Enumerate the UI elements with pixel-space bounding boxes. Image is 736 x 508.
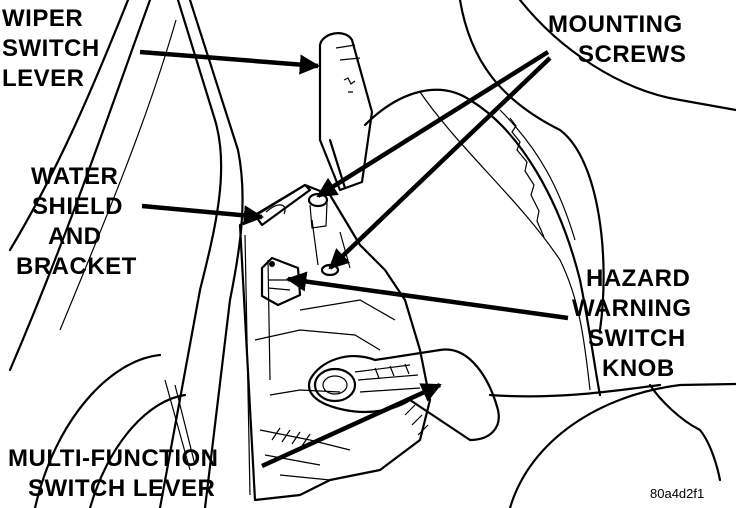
illustration	[8, 0, 736, 508]
arrow-mounting-screw-upper	[316, 50, 550, 198]
label-line: SWITCH LEVER	[28, 475, 215, 502]
arrow-water-shield-bracket	[141, 203, 265, 226]
arrow-mounting-screw-lower	[328, 56, 552, 270]
label-line: SCREWS	[578, 41, 686, 68]
label-line: AND	[48, 223, 102, 250]
arrow-hazard-warning-knob	[285, 271, 569, 321]
label-line: SWITCH	[2, 35, 100, 62]
label-hazard-warning-switch-knob: HAZARD WARNING SWITCH KNOB	[572, 265, 692, 382]
label-multi-function-switch-lever: MULTI-FUNCTION SWITCH LEVER	[8, 445, 219, 502]
label-wiper-switch-lever: WIPER SWITCH LEVER	[2, 5, 100, 92]
label-line: LEVER	[2, 65, 85, 92]
label-line: SWITCH	[588, 325, 686, 352]
leader-arrows	[139, 49, 569, 469]
figure-code: 80a4d2f1	[650, 486, 704, 501]
label-line: HAZARD	[586, 265, 690, 292]
label-line: MOUNTING	[548, 11, 683, 38]
label-line: SHIELD	[32, 193, 123, 220]
arrow-wiper-switch-lever	[139, 49, 321, 75]
label-line: KNOB	[602, 355, 675, 382]
label-line: WARNING	[572, 295, 692, 322]
label-line: WIPER	[2, 5, 83, 32]
label-line: WATER	[31, 163, 118, 190]
label-mounting-screws: MOUNTING SCREWS	[548, 11, 686, 68]
label-line: MULTI-FUNCTION	[8, 445, 219, 472]
arrow-multi-function-lever	[261, 382, 442, 469]
label-water-shield-bracket: WATER SHIELD AND BRACKET	[16, 163, 137, 280]
label-line: BRACKET	[16, 253, 137, 280]
